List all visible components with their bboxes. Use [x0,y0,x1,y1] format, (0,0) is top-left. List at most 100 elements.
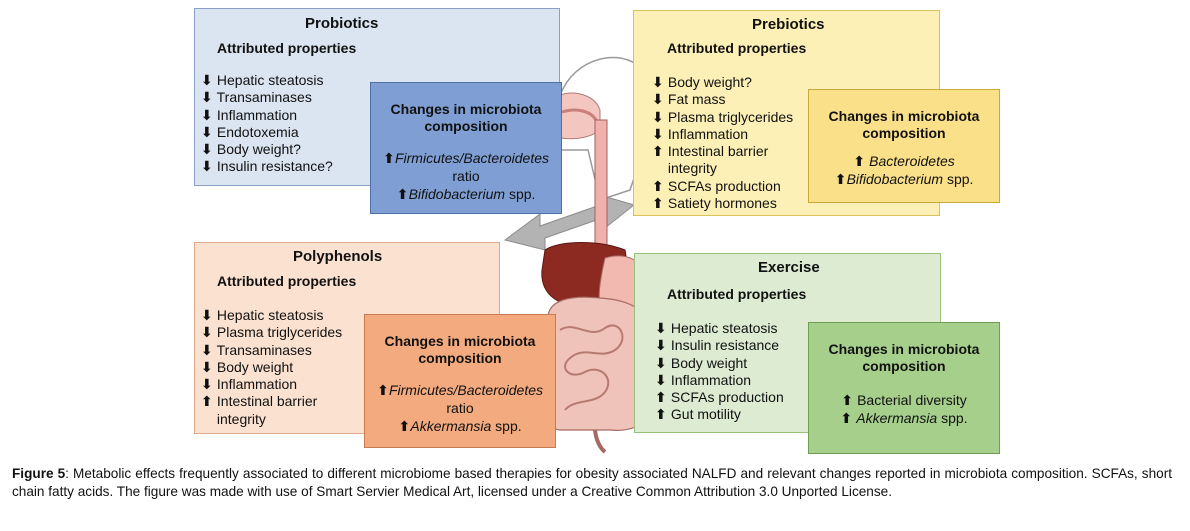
property-item: ⬇ Inflammation [655,372,784,389]
prebiotics-changes-title: Changes in microbiota composition [828,108,980,141]
property-text: Plasma triglycerides [667,108,794,125]
exercise-changes-title: Changes in microbiota composition [828,341,980,374]
up-arrow-icon: ⬆ [398,418,411,434]
down-arrow-icon: ⬇ [201,72,213,88]
property-text: Hepatic steatosis [216,72,324,88]
property-item: ⬆ Satiety hormones [652,195,793,212]
prebiotics-changes-box: Changes in microbiota composition ⬆ Bact… [808,89,1000,203]
probiotics-changes-title: Changes in microbiota composition [390,101,542,134]
up-arrow-icon: ⬆ [853,153,866,169]
exercise-title: Exercise [758,259,820,276]
property-item: ⬇ Body weight [655,355,784,372]
property-text: Inflammation [216,376,298,393]
property-item: ⬇ Transaminases [201,89,333,106]
prebiotics-changes-taxa-1: Bacteroidetes [869,153,955,169]
property-text: Inflammation [667,125,749,142]
probiotics-title: Probiotics [305,15,379,32]
property-item: ⬇ Body weight? [201,141,333,158]
illustration-layer [417,12,910,454]
polyphenols-changes-ratio: ratio [446,400,474,416]
up-arrow-icon: ⬆ [834,171,847,187]
property-item: ⬆ Intestinal barrier [201,393,342,410]
property-item: ⬇ Hepatic steatosis [655,320,784,337]
property-item: ⬇ Fat mass [652,91,793,108]
probiotics-changes-ratio: ratio [452,168,480,184]
property-text: Body weight [670,354,748,371]
polyphenols-changes-spp: spp. [491,418,522,434]
property-item: ⬆ Gut motility [655,406,784,423]
figure-label: Figure 5 [12,466,66,481]
probiotics-subtitle: Attributed properties [217,40,357,56]
polyphenols-changes-box: Changes in microbiota composition ⬆ Firmi… [364,314,556,448]
esophagus-icon [594,119,608,261]
exercise-changes-diversity: Bacterial diversity [857,392,967,408]
property-text: Inflammation [670,371,752,388]
up-arrow-icon: ⬆ [652,195,664,212]
up-arrow-icon: ⬆ [201,393,213,410]
exercise-subtitle: Attributed properties [667,286,807,302]
property-text: integrity [667,160,717,177]
down-arrow-icon: ⬇ [655,337,667,354]
property-item: ⬇ Transaminases [201,342,342,359]
exercise-changes-spp: spp. [937,410,968,426]
prebiotics-title: Prebiotics [752,16,825,33]
property-text: Gut motility [670,406,741,423]
down-arrow-icon: ⬇ [201,158,213,175]
down-arrow-icon: ⬇ [201,89,213,106]
property-item: ⬇ Body weight? [652,74,793,91]
prebiotics-subtitle: Attributed properties [667,40,807,56]
property-text: Body weight? [216,141,301,158]
down-arrow-icon: ⬇ [201,307,213,323]
polyphenols-title: Polyphenols [293,248,383,265]
prebiotics-changes-taxa-2: Bifidobacterium [846,171,944,187]
down-arrow-icon: ⬇ [652,91,664,108]
up-arrow-icon: ⬆ [655,389,667,406]
exercise-properties: ⬇ Hepatic steatosis⬇ Insulin resistance⬇… [655,320,784,424]
property-item: ⬇ Insulin resistance [655,337,784,354]
polyphenols-properties: ⬇ Hepatic steatosis⬇ Plasma triglyceride… [201,307,342,428]
down-arrow-icon: ⬇ [655,354,667,371]
probiotics-changes-taxa-2: Bifidobacterium [408,186,506,202]
up-arrow-icon: ⬆ [652,177,664,194]
up-arrow-icon: ⬆ [840,410,853,426]
property-item: ⬇ Endotoxemia [201,124,333,141]
down-arrow-icon: ⬇ [652,108,664,125]
down-arrow-icon: ⬇ [201,358,213,375]
down-arrow-icon: ⬇ [201,341,213,358]
down-arrow-icon: ⬇ [201,324,213,341]
property-item: ⬇ Body weight [201,359,342,376]
polyphenols-changes-taxa-1: Firmicutes/Bacteroidetes [388,382,544,398]
property-item: ⬆ SCFAs production [652,178,793,195]
intestine-icon [540,296,649,454]
property-item: ⬇ Plasma triglycerides [201,324,342,341]
property-text: Body weight [216,358,294,375]
property-item: ⬆ Intestinal barrier [652,143,793,160]
property-item: ⬇ Insulin resistance? [201,158,333,175]
down-arrow-icon: ⬇ [655,371,667,388]
property-text: Insulin resistance [670,337,780,354]
property-text: Transaminases [216,341,312,358]
probiotics-changes-taxa-1: Firmicutes/Bacteroidetes [394,150,550,166]
polyphenols-changes-title: Changes in microbiota composition [384,333,536,366]
figure-caption-text: : Metabolic effects frequently associate… [12,466,1173,499]
property-text: integrity [216,410,266,427]
property-item: ⬇ Inflammation [201,376,342,393]
figure-caption: Figure 5: Metabolic effects frequently a… [12,465,1172,501]
prebiotics-panel: Prebiotics Attributed properties ⬇ Body … [633,10,940,216]
property-text: Satiety hormones [667,195,777,212]
down-arrow-icon: ⬇ [652,125,664,142]
property-item: ⬇ Plasma triglycerides [652,109,793,126]
up-arrow-icon: ⬆ [396,186,409,202]
property-text: Intestinal barrier [216,393,318,410]
property-text: SCFAs production [670,389,784,406]
property-text: SCFAs production [667,177,781,194]
exercise-changes-box: Changes in microbiota composition ⬆ Bact… [808,322,1000,454]
property-item: ⬇ Inflammation [201,107,333,124]
probiotics-properties: ⬇ Hepatic steatosis⬇ Transaminases⬇ Infl… [201,72,333,176]
property-text: Inflammation [216,106,298,123]
down-arrow-icon: ⬇ [655,320,667,336]
up-arrow-icon: ⬆ [655,406,667,423]
up-arrow-icon: ⬆ [652,143,664,160]
exercise-changes-taxa: Akkermansia [856,410,938,426]
property-text: Body weight? [667,74,752,90]
